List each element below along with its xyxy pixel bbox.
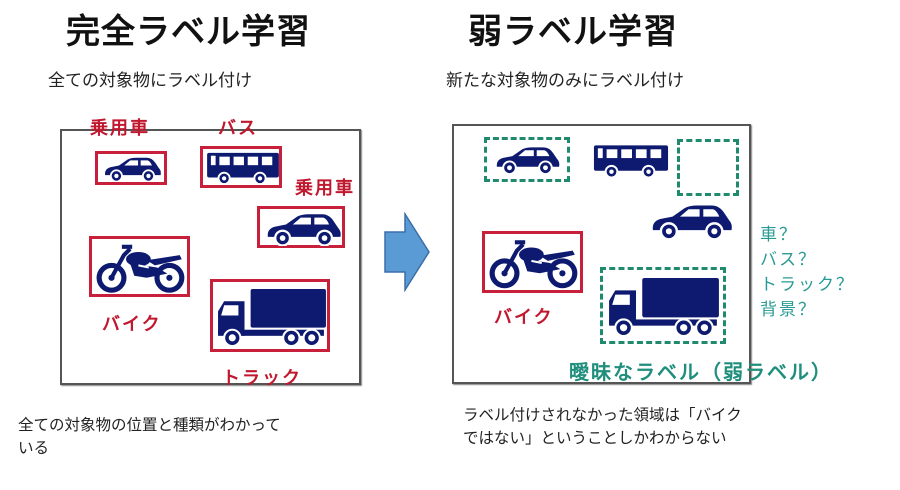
bus-icon [205,151,281,185]
bbox-bike [482,231,583,293]
car-icon [648,203,734,240]
truck-icon [607,274,721,340]
candidate-bus: バス？ [760,250,817,270]
full-label-title: 完全ラベル学習 [66,12,311,52]
weak-label-note-line-2: ではない」ということしかわからない [463,429,727,447]
weak-label-caption: 曖昧なラベル（弱ラベル） [569,360,833,384]
full-label-note: 全ての対象物の位置と種類がわかって いる [18,414,281,460]
label-bike: バイク [494,307,554,328]
bbox-truck [210,279,330,352]
bbox-bike [89,236,190,297]
label-bike: バイク [102,314,162,335]
label-bus: バス [218,118,258,139]
full-label-note-line-1: 全ての対象物の位置と種類がわかって [18,416,281,434]
label-car-2: 乗用車 [295,178,355,199]
candidate-truck: トラック？ [760,275,855,295]
right-arrow-icon [384,212,430,292]
label-car-1: 乗用車 [90,118,150,139]
dashed-bbox-empty-region [677,139,739,196]
car-icon [101,156,163,182]
weak-label-note-line-1: ラベル付けされなかった領域は「バイク [463,406,742,424]
label-truck: トラック [222,368,302,389]
motorcycle-icon [95,242,188,295]
full-label-note-line-2: いる [18,439,50,457]
candidate-car: 車？ [760,225,798,245]
truck-icon [216,285,328,350]
motorcycle-icon [488,237,581,291]
dashed-bbox-truck [600,267,726,344]
weak-label-note: ラベル付けされなかった領域は「バイク ではない」ということしかわからない [463,404,742,450]
bbox-car-2 [257,206,345,248]
weak-label-title: 弱ラベル学習 [468,12,678,52]
full-label-subtitle: 全ての対象物にラベル付け [48,71,252,91]
candidate-class-list: 車？ バス？ トラック？ 背景？ [760,223,855,323]
weak-label-subtitle: 新たな対象物のみにラベル付け [446,71,684,91]
bbox-bus [200,146,282,188]
car-icon [263,212,343,246]
dashed-bbox-car [484,137,570,182]
car-icon [493,145,561,175]
bus-icon [592,143,670,179]
bbox-car-1 [95,151,167,185]
candidate-background: 背景？ [760,300,817,320]
